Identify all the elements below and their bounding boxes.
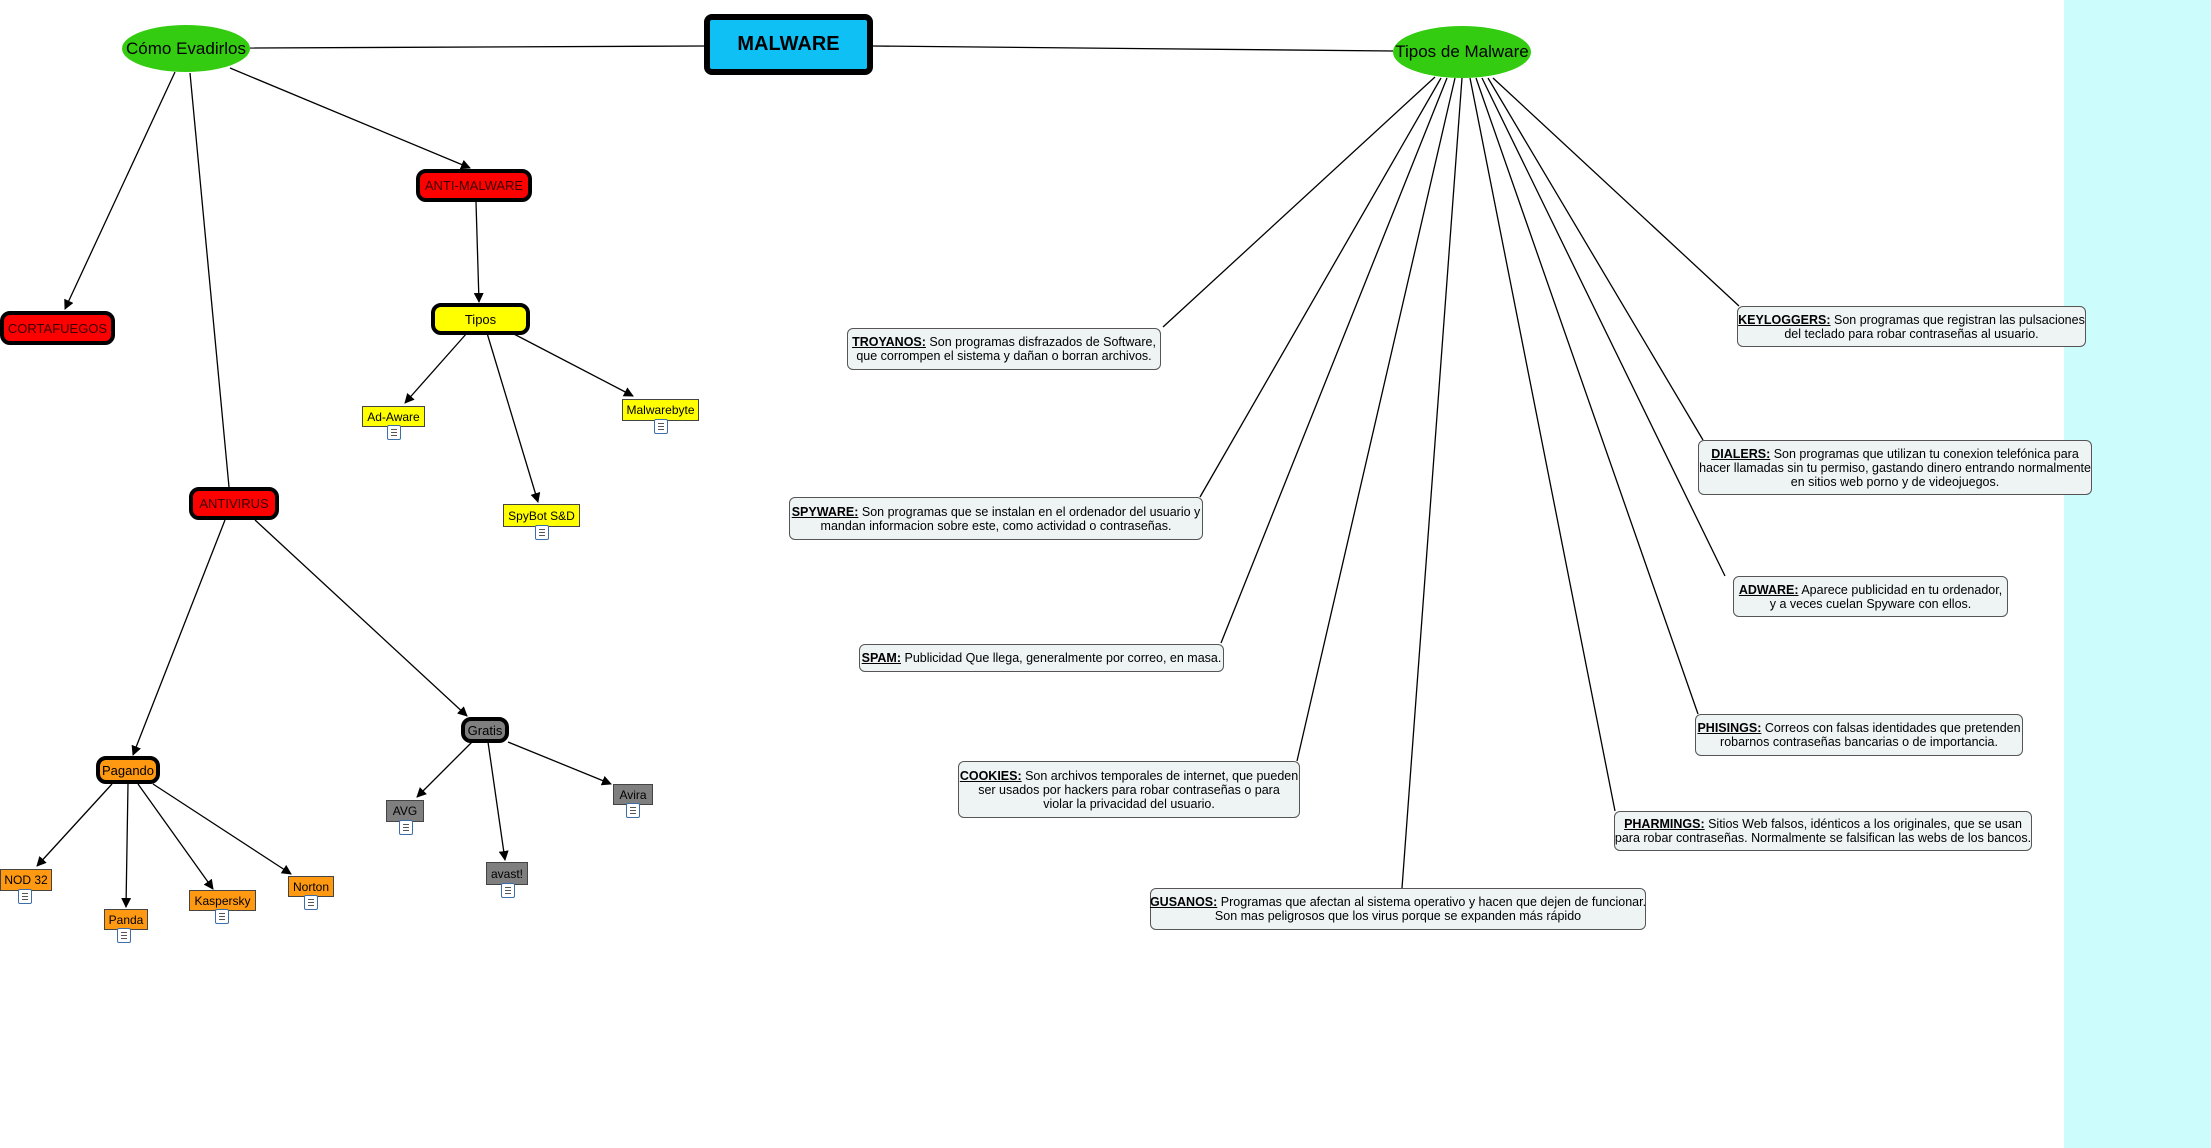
node-malwarebyte[interactable]: Malwarebyte [622,399,699,421]
desc-gusanos[interactable]: GUSANOS: Programas que afectan al sistem… [1150,888,1646,930]
link-tipos-spyware [1199,77,1442,498]
desc-keyloggers[interactable]: KEYLOGGERS: Son programas que registran … [1737,306,2086,347]
term-gusanos: GUSANOS: [1149,895,1218,909]
link-tipos-keyloggers [1492,77,1740,307]
link-pagando-panda [121,783,132,908]
link-gratis-avg [416,741,473,798]
node-cortafuegos[interactable]: CORTAFUEGOS [0,311,115,345]
link-gratis-avira [507,741,612,786]
node-avast[interactable]: avast! [486,862,528,885]
node-como-evadirlos[interactable]: Cómo Evadirlos [122,25,250,72]
node-antivirus[interactable]: ANTIVIRUS [189,487,279,520]
document-icon[interactable] [399,820,413,835]
link-pagando-kaspersky [137,783,214,890]
document-icon[interactable] [626,803,640,818]
desc-spam[interactable]: SPAM: Publicidad Que llega, generalmente… [859,644,1224,672]
node-avira[interactable]: Avira [613,784,653,805]
link-tipos-dialers [1487,77,1704,441]
link-tipos-phisings [1475,77,1699,715]
node-anti-malware[interactable]: ANTI-MALWARE [416,169,532,202]
node-panda[interactable]: Panda [104,909,148,930]
node-pagando[interactable]: Pagando [96,756,160,784]
link-evadir-antivirus [189,72,230,488]
term-spam: SPAM: [861,651,902,665]
link-pagando-norton [152,783,292,875]
right-side-panel [2064,0,2211,1148]
node-tipos[interactable]: Tipos [431,303,530,335]
link-gratis-avast [487,741,509,861]
link-tipos-cookies [1296,77,1456,762]
link-tipos-spybot [486,332,541,503]
document-icon[interactable] [304,895,318,910]
node-tipos-de-malware[interactable]: Tipos de Malware [1393,26,1531,78]
link-main-evadir [249,45,705,49]
node-ad-aware[interactable]: Ad-Aware [362,406,425,427]
term-adware: ADWARE: [1738,582,1799,597]
link-tipos-malwarebyte [511,332,634,397]
term-spyware: SPYWARE: [791,504,859,519]
link-tipos-pharmings [1469,77,1616,812]
node-gratis[interactable]: Gratis [461,717,509,743]
desc-adware[interactable]: ADWARE: Aparece publicidad en tu ordenad… [1733,576,2008,617]
document-icon[interactable] [18,889,32,904]
link-tipos-adware [1481,77,1726,577]
link-tipos-spam [1220,77,1448,644]
node-norton[interactable]: Norton [288,876,334,897]
link-tipos-gusanos [1401,77,1463,889]
term-cookies: COOKIES: [959,768,1022,783]
node-kaspersky[interactable]: Kaspersky [189,890,256,911]
link-tipos-troyanos [1162,76,1436,328]
desc-pharmings[interactable]: PHARMINGS: Sitios Web falsos, idénticos … [1614,811,2032,851]
document-icon[interactable] [501,883,515,898]
document-icon[interactable] [117,928,131,943]
node-nod32[interactable]: NOD 32 [0,869,52,891]
term-dialers: DIALERS: [1711,446,1771,461]
term-troyanos: TROYANOS: [852,335,926,349]
link-evadir-cortafuegos [64,71,176,310]
term-keyloggers: KEYLOGGERS: [1738,312,1831,327]
link-antimalware-tipos [473,201,484,303]
link-antivirus-pagando [131,519,226,756]
desc-spyware[interactable]: SPYWARE: Son programas que se instalan e… [789,497,1203,540]
desc-cookies[interactable]: COOKIES: Son archivos temporales de inte… [958,761,1300,818]
link-pagando-nod32 [36,783,113,867]
node-spybot[interactable]: SpyBot S&D [503,504,580,527]
document-icon[interactable] [654,419,668,434]
document-icon[interactable] [387,425,401,440]
link-evadir-antimalware [229,67,471,170]
term-phisings: PHISINGS: [1697,721,1762,735]
link-main-tipos [872,45,1394,52]
main-topic-malware[interactable]: MALWARE [704,14,873,75]
desc-troyanos[interactable]: TROYANOS: Son programas disfrazados de S… [847,328,1161,370]
node-avg[interactable]: AVG [386,800,424,822]
document-icon[interactable] [535,525,549,540]
link-antivirus-gratis [254,519,468,717]
desc-dialers[interactable]: DIALERS: Son programas que utilizan tu c… [1698,440,2092,495]
desc-phisings[interactable]: PHISINGS: Correos con falsas identidades… [1695,714,2023,756]
term-pharmings: PHARMINGS: [1624,817,1705,831]
document-icon[interactable] [215,909,229,924]
link-tipos-adaware [404,332,468,404]
